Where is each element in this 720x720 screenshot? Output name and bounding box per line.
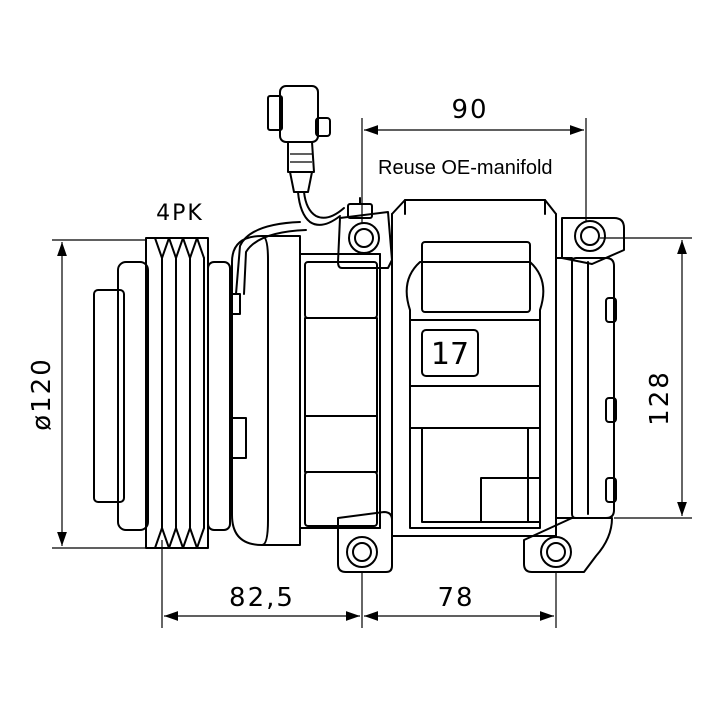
dimension-90 [361,118,587,224]
rear-head [555,257,617,519]
dimension-78 [364,572,557,628]
dimension-120-label: ø120 [27,357,57,431]
dimension-78-label: 78 [437,583,474,613]
dimension-120 [52,239,146,549]
manifold-note: Reuse OE-manifold [378,157,553,179]
dimension-90-label: 90 [451,95,488,125]
pulley-type-label: 4PK [156,201,204,226]
compressor-body [379,199,557,537]
clutch-plate [93,261,149,531]
front-housing [229,235,381,546]
electrical-connector [267,85,331,193]
mount-ear-top-left [337,211,393,269]
part-number: 17 [431,337,469,372]
pulley [145,237,231,549]
wire-harness [235,191,373,295]
dimension-128-label: 128 [645,370,675,426]
dimension-82-5-label: 82,5 [229,583,295,613]
dimension-82-5 [161,540,363,628]
mount-ear-bottom-left [337,511,393,573]
mount-ear-top-right [561,217,625,265]
mount-ear-bottom-right [523,517,613,573]
dimension-128 [600,237,692,519]
